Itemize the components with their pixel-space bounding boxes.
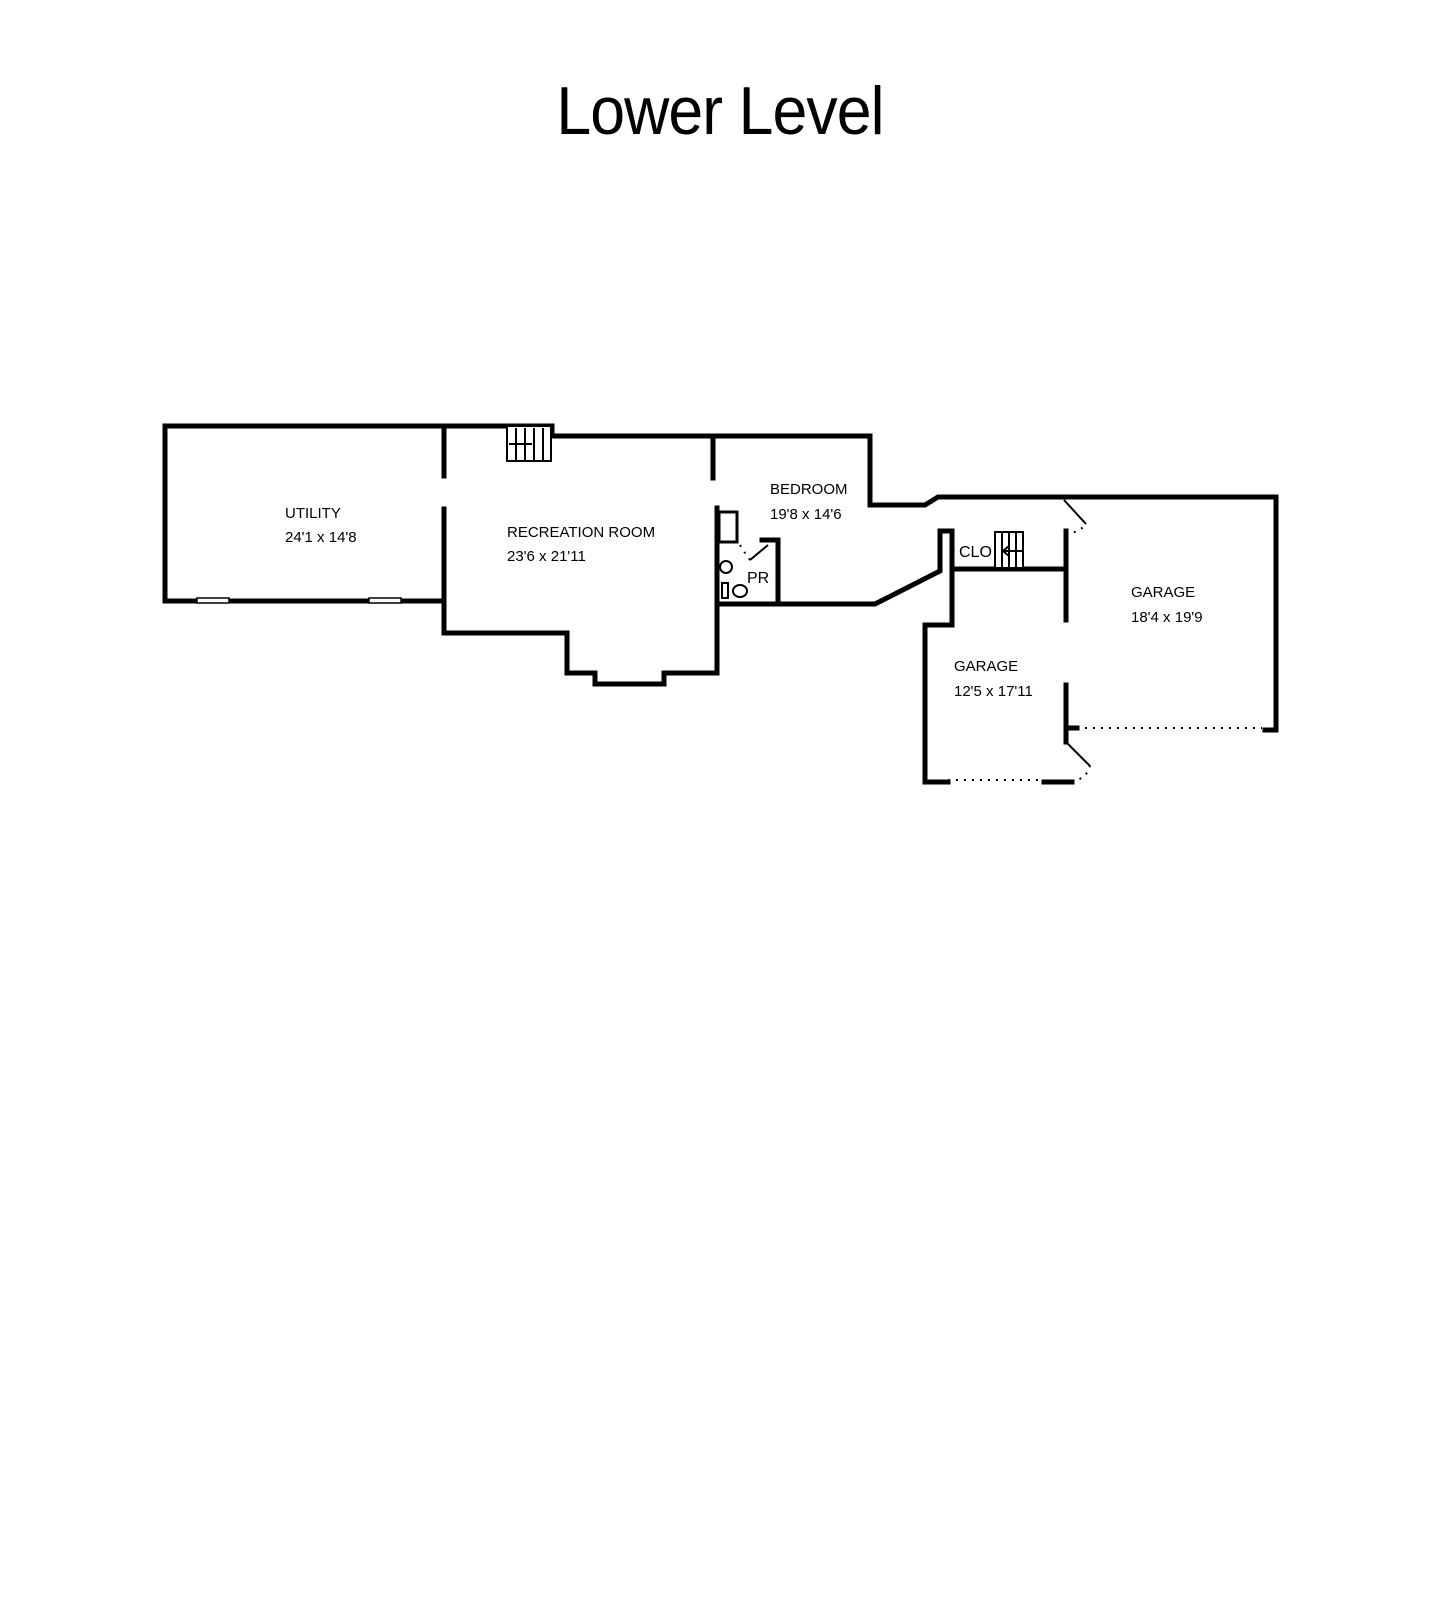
- recreation-walls: [441, 423, 1279, 733]
- bedroom-size: 19'8 x 14'6: [770, 506, 842, 523]
- garage-small-name: GARAGE: [954, 658, 1018, 675]
- utility-walls: [162, 423, 447, 636]
- recreation-room-size: 23'6 x 21'11: [507, 548, 586, 565]
- powder-room-label: PR: [747, 570, 769, 587]
- garage-small-size: 12'5 x 17'11: [954, 683, 1033, 700]
- recreation-room-name: RECREATION ROOM: [507, 524, 655, 541]
- page-title: Lower Level: [556, 73, 884, 149]
- bedroom-name: BEDROOM: [770, 481, 848, 498]
- utility-name: UTILITY: [285, 505, 341, 522]
- closet-label: CLO: [959, 544, 992, 561]
- closet-walls: [937, 528, 1069, 572]
- garage-large-size: 18'4 x 19'9: [1131, 609, 1203, 626]
- garage-walls: [922, 499, 1262, 785]
- utility-size: 24'1 x 14'8: [285, 529, 357, 546]
- garage-large-name: GARAGE: [1131, 584, 1195, 601]
- powder-room-walls: [714, 505, 943, 607]
